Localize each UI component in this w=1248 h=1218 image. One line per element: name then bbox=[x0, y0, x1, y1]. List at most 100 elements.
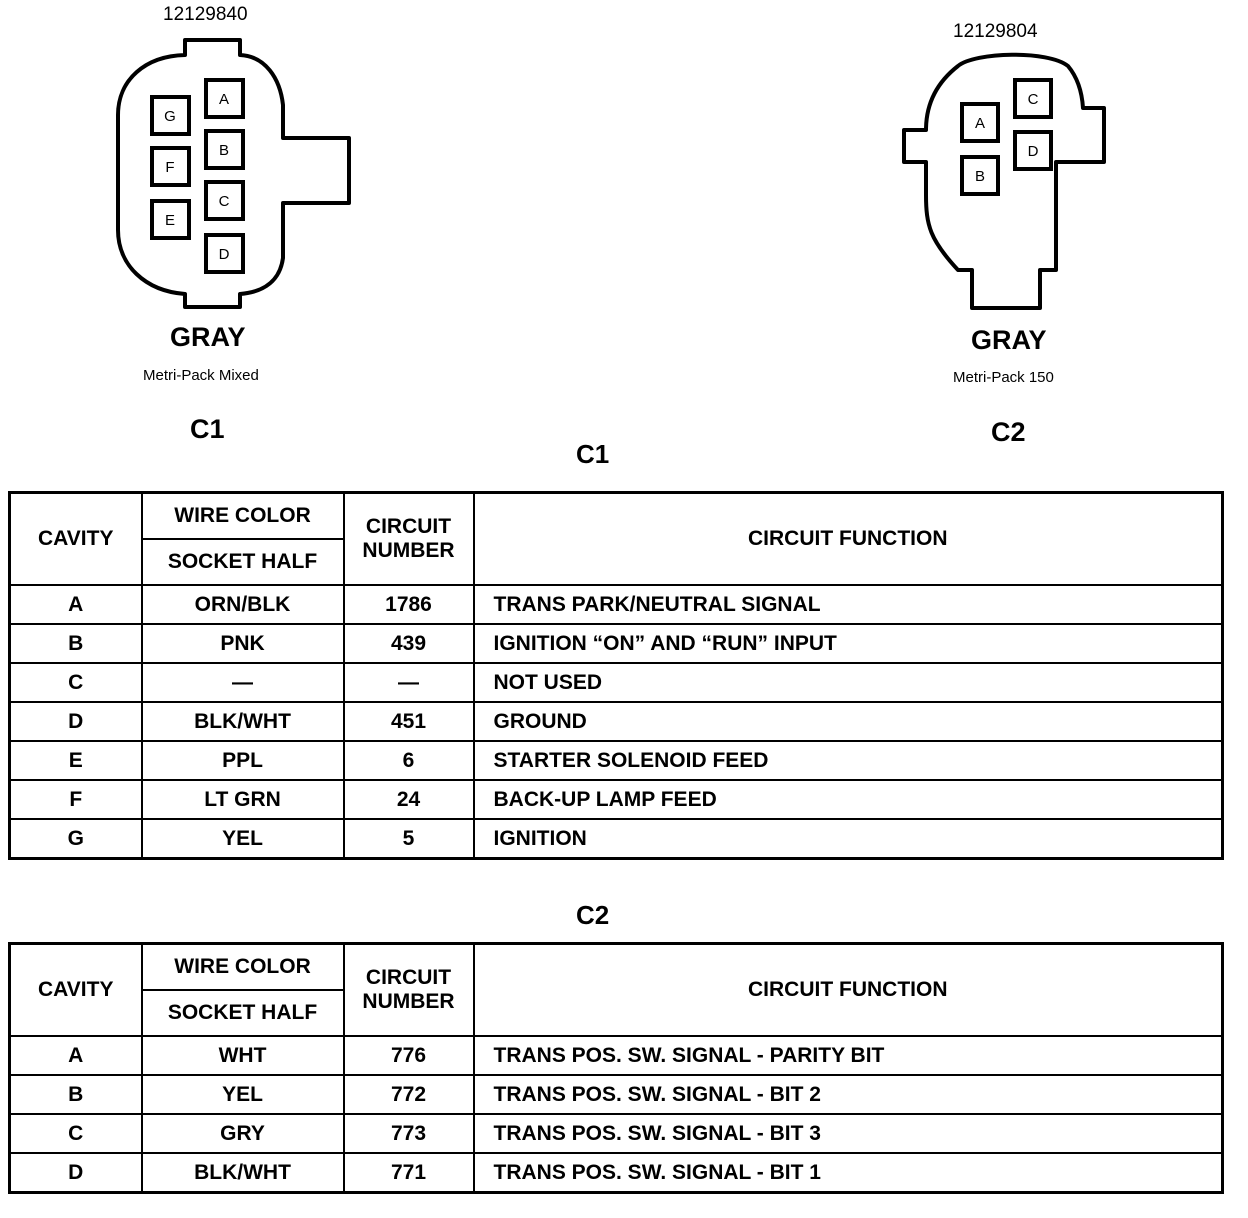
c1-color-label: GRAY bbox=[170, 322, 246, 352]
c2-cavity-d-label: D bbox=[1028, 143, 1039, 160]
cell-cavity: C bbox=[8, 662, 143, 703]
header-circuit-number-line1: CIRCUIT bbox=[365, 966, 452, 989]
cell-wire-color: ORN/BLK bbox=[140, 584, 345, 625]
cell-wire-color: WHT bbox=[140, 1035, 345, 1076]
cell-wire-color: BLK/WHT bbox=[140, 701, 345, 742]
cell-circuit-function: IGNITION bbox=[472, 818, 1224, 860]
cell-circuit-number: 772 bbox=[342, 1074, 475, 1115]
table-c1-title: C1 bbox=[576, 439, 610, 469]
table-c1: CAVITY WIRE COLOR CIRCUIT NUMBER CIRCUIT… bbox=[8, 491, 1224, 860]
table-c2-title: C2 bbox=[576, 900, 610, 930]
c1-cavity-g: G bbox=[150, 95, 191, 136]
cell-cavity: G bbox=[8, 818, 143, 860]
cell-wire-color: — bbox=[140, 662, 345, 703]
cell-circuit-number: 451 bbox=[342, 701, 475, 742]
cell-circuit-function: BACK-UP LAMP FEED bbox=[472, 779, 1224, 820]
c1-cavity-d: D bbox=[204, 233, 245, 274]
c1-cavity-b-label: B bbox=[219, 142, 229, 159]
header-circuit-number: CIRCUIT NUMBER bbox=[342, 491, 475, 586]
c2-cavity-a-label: A bbox=[975, 115, 985, 132]
cell-circuit-number: — bbox=[342, 662, 475, 703]
header-wire-color: WIRE COLOR bbox=[140, 942, 345, 991]
cell-circuit-function: STARTER SOLENOID FEED bbox=[472, 740, 1224, 781]
header-circuit-number-line1: CIRCUIT bbox=[365, 515, 452, 538]
c2-cavity-d: D bbox=[1013, 130, 1053, 171]
cell-cavity: A bbox=[8, 584, 143, 625]
cell-cavity: B bbox=[8, 623, 143, 664]
cell-circuit-number: 773 bbox=[342, 1113, 475, 1154]
cell-cavity: F bbox=[8, 779, 143, 820]
cell-circuit-number: 439 bbox=[342, 623, 475, 664]
cell-circuit-function: TRANS POS. SW. SIGNAL - BIT 2 bbox=[472, 1074, 1224, 1115]
table-row: B YEL 772 TRANS POS. SW. SIGNAL - BIT 2 bbox=[8, 1074, 1224, 1115]
cell-wire-color: LT GRN bbox=[140, 779, 345, 820]
c1-cavity-e-label: E bbox=[165, 212, 175, 229]
c1-connector-outline bbox=[116, 38, 351, 309]
cell-wire-color: PNK bbox=[140, 623, 345, 664]
table-row: E PPL 6 STARTER SOLENOID FEED bbox=[8, 740, 1224, 781]
c2-connector-id: C2 bbox=[991, 417, 1026, 447]
c1-cavity-b: B bbox=[204, 129, 245, 170]
table-row: G YEL 5 IGNITION bbox=[8, 818, 1224, 860]
c1-cavity-a: A bbox=[204, 78, 245, 119]
c1-connector-id: C1 bbox=[190, 414, 225, 444]
cell-circuit-function: TRANS POS. SW. SIGNAL - BIT 3 bbox=[472, 1113, 1224, 1154]
header-circuit-function: CIRCUIT FUNCTION bbox=[472, 491, 1224, 586]
cell-circuit-number: 6 bbox=[342, 740, 475, 781]
header-cavity: CAVITY bbox=[8, 491, 143, 586]
cell-circuit-number: 24 bbox=[342, 779, 475, 820]
table-row: F LT GRN 24 BACK-UP LAMP FEED bbox=[8, 779, 1224, 820]
header-circuit-number: CIRCUIT NUMBER bbox=[342, 942, 475, 1037]
connector-drawings: G F E A B C D A B C D bbox=[116, 38, 1106, 310]
table-row: D BLK/WHT 771 TRANS POS. SW. SIGNAL - BI… bbox=[8, 1152, 1224, 1194]
c2-connector-outline bbox=[902, 52, 1106, 310]
cell-circuit-function: TRANS POS. SW. SIGNAL - PARITY BIT bbox=[472, 1035, 1224, 1076]
c1-cavity-f-label: F bbox=[165, 159, 174, 176]
c1-cavity-f: F bbox=[150, 146, 191, 187]
header-cavity: CAVITY bbox=[8, 942, 143, 1037]
header-circuit-number-line2: NUMBER bbox=[362, 990, 455, 1013]
c2-cavity-b: B bbox=[960, 155, 1000, 196]
c1-cavity-d-label: D bbox=[219, 246, 230, 263]
cell-circuit-function: GROUND bbox=[472, 701, 1224, 742]
cell-cavity: A bbox=[8, 1035, 143, 1076]
cell-cavity: E bbox=[8, 740, 143, 781]
table-c2: CAVITY WIRE COLOR CIRCUIT NUMBER CIRCUIT… bbox=[8, 942, 1224, 1194]
cell-circuit-number: 5 bbox=[342, 818, 475, 860]
table-row: D BLK/WHT 451 GROUND bbox=[8, 701, 1224, 742]
cell-cavity: B bbox=[8, 1074, 143, 1115]
c2-cavity-c: C bbox=[1013, 78, 1053, 119]
cell-wire-color: BLK/WHT bbox=[140, 1152, 345, 1194]
cell-cavity: D bbox=[8, 1152, 143, 1194]
table-row: C GRY 773 TRANS POS. SW. SIGNAL - BIT 3 bbox=[8, 1113, 1224, 1154]
c2-cavity-b-label: B bbox=[975, 168, 985, 185]
cell-cavity: C bbox=[8, 1113, 143, 1154]
header-circuit-number-line2: NUMBER bbox=[362, 539, 455, 562]
c2-cavity-a: A bbox=[960, 102, 1000, 143]
cell-wire-color: YEL bbox=[140, 1074, 345, 1115]
table-row: A ORN/BLK 1786 TRANS PARK/NEUTRAL SIGNAL bbox=[8, 584, 1224, 625]
header-socket-half: SOCKET HALF bbox=[140, 538, 345, 586]
header-circuit-function: CIRCUIT FUNCTION bbox=[472, 942, 1224, 1037]
c1-part-number: 12129840 bbox=[163, 4, 248, 25]
c2-type-label: Metri-Pack 150 bbox=[953, 369, 1054, 386]
c1-cavity-g-label: G bbox=[164, 108, 176, 125]
cell-circuit-number: 771 bbox=[342, 1152, 475, 1194]
cell-cavity: D bbox=[8, 701, 143, 742]
cell-circuit-function: TRANS POS. SW. SIGNAL - BIT 1 bbox=[472, 1152, 1224, 1194]
cell-circuit-function: TRANS PARK/NEUTRAL SIGNAL bbox=[472, 584, 1224, 625]
table-row: B PNK 439 IGNITION “ON” AND “RUN” INPUT bbox=[8, 623, 1224, 664]
cell-wire-color: PPL bbox=[140, 740, 345, 781]
table-row: C — — NOT USED bbox=[8, 662, 1224, 703]
c2-color-label: GRAY bbox=[971, 325, 1047, 355]
c1-type-label: Metri-Pack Mixed bbox=[143, 367, 259, 384]
c1-cavity-a-label: A bbox=[219, 91, 229, 108]
c1-cavity-c: C bbox=[204, 180, 245, 221]
cell-wire-color: GRY bbox=[140, 1113, 345, 1154]
cell-wire-color: YEL bbox=[140, 818, 345, 860]
c2-cavity-c-label: C bbox=[1028, 91, 1039, 108]
header-socket-half: SOCKET HALF bbox=[140, 989, 345, 1037]
table-row: A WHT 776 TRANS POS. SW. SIGNAL - PARITY… bbox=[8, 1035, 1224, 1076]
cell-circuit-function: IGNITION “ON” AND “RUN” INPUT bbox=[472, 623, 1224, 664]
cell-circuit-number: 1786 bbox=[342, 584, 475, 625]
